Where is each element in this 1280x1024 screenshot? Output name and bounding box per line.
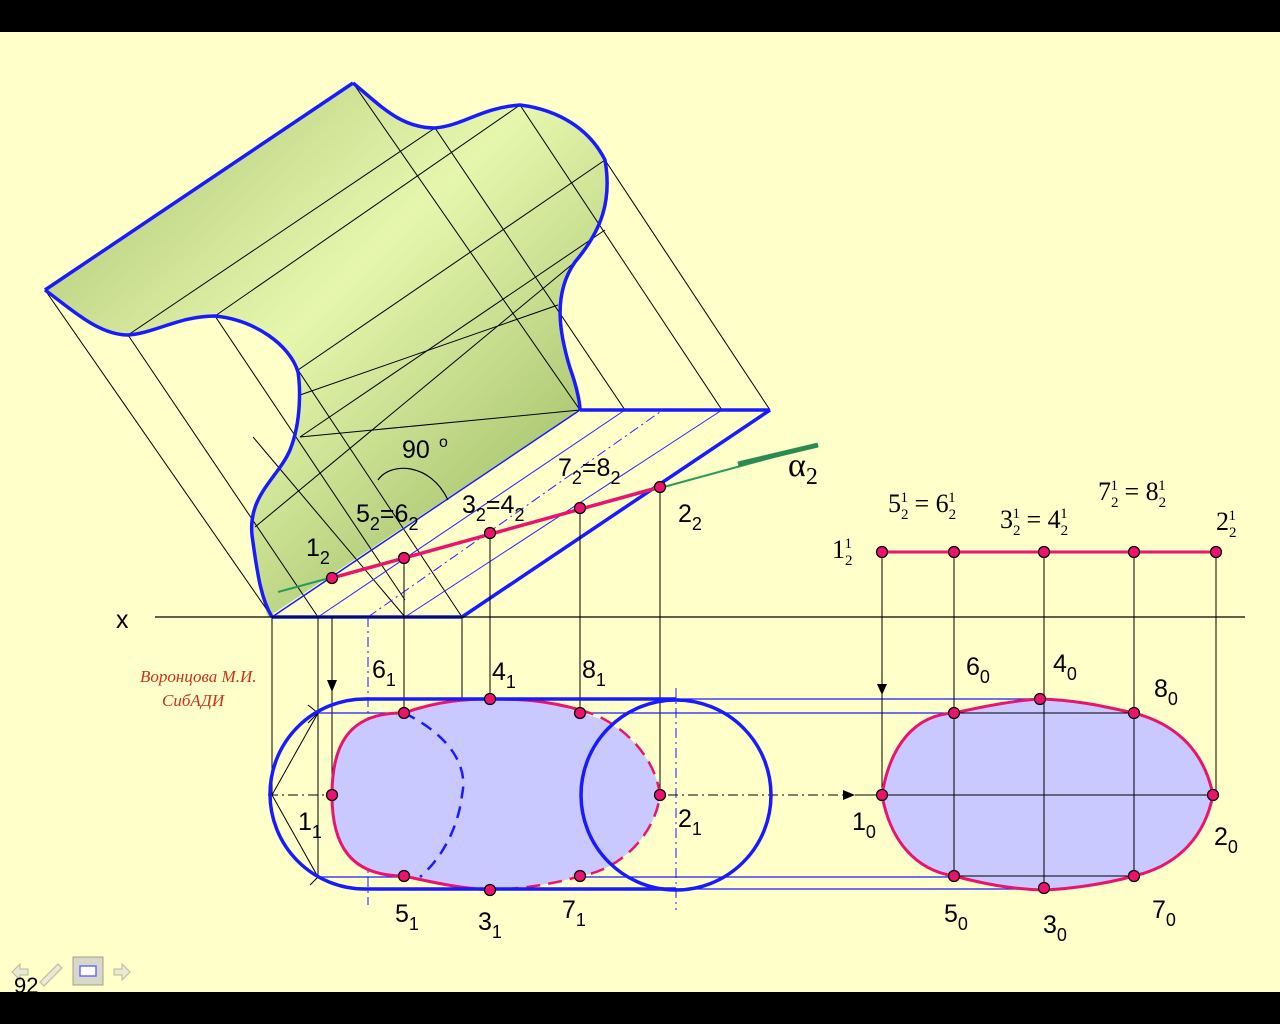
- label-2-1: 21: [678, 805, 702, 839]
- plane-alpha-trace-thick: [737, 442, 819, 467]
- points: [325, 480, 1223, 897]
- point-marker: [947, 545, 961, 559]
- point-marker: [875, 545, 889, 559]
- point-marker: [1127, 869, 1141, 883]
- drawing: 90 o x: [11, 81, 1245, 987]
- section-top-view: [332, 699, 660, 890]
- next-arrow-icon[interactable]: [113, 962, 131, 982]
- menu-icon[interactable]: [72, 956, 104, 986]
- previous-arrow-icon[interactable]: [11, 962, 29, 982]
- arrowhead-down: [327, 680, 337, 692]
- aux-arrowhead: [877, 684, 887, 695]
- label-1-0: 10: [852, 808, 876, 842]
- cylinder-generators: [127, 104, 606, 528]
- label-1-2: 12: [306, 534, 330, 568]
- hidden-circle: [403, 711, 465, 878]
- true-labels: 10 20 30 40 50 60 70 80: [852, 650, 1238, 945]
- label-2-2: 22: [678, 500, 702, 534]
- label-8-1: 81: [582, 656, 606, 690]
- point-marker: [483, 526, 497, 540]
- true-size-grid: [882, 699, 1213, 890]
- aux-labels: 121 521 = 621 321 = 421 721 = 821 221: [832, 477, 1237, 569]
- arrowhead-right: [843, 790, 855, 800]
- point-marker: [397, 706, 411, 720]
- right-angle-arc: [377, 467, 449, 501]
- point-marker: [397, 869, 411, 883]
- front-labels: 12 52=62 32=42 72=82 22: [306, 454, 702, 568]
- label-1-1: 11: [298, 808, 322, 842]
- top-view-outline: [268, 697, 773, 892]
- label-3-0: 30: [1043, 911, 1067, 945]
- alpha-label: α2: [788, 447, 818, 490]
- point-marker: [1127, 545, 1141, 559]
- label-4-0: 40: [1053, 650, 1077, 684]
- label-3-2: 32=42: [462, 491, 524, 525]
- point-marker: [325, 788, 339, 802]
- label-5-1: 51: [395, 900, 419, 934]
- top-labels: 11 21 31 41 51 61 71 81: [298, 656, 702, 942]
- point-marker: [653, 480, 667, 494]
- point-marker: [1033, 692, 1047, 706]
- front-projection-lines: [44, 82, 771, 618]
- label-6-1: 61: [372, 656, 396, 690]
- point-marker: [1206, 788, 1220, 802]
- label-5-2: 52=62: [356, 500, 418, 534]
- label-8-0: 80: [1154, 675, 1178, 709]
- label-7-0: 70: [1152, 896, 1176, 930]
- point-marker: [1037, 545, 1051, 559]
- aux-label-34: 321 = 421: [1000, 505, 1068, 539]
- angle-degree: o: [439, 434, 448, 451]
- aux-label-1: 121: [832, 535, 853, 569]
- label-7-2: 72=82: [558, 454, 620, 488]
- angle-label: 90: [402, 436, 430, 464]
- cylinder-body: [45, 83, 608, 617]
- point-marker: [483, 883, 497, 897]
- point-marker: [483, 692, 497, 706]
- point-marker: [1127, 706, 1141, 720]
- point-marker: [573, 501, 587, 515]
- point-marker: [947, 706, 961, 720]
- aux-label-78: 721 = 821: [1098, 477, 1166, 511]
- point-marker: [573, 869, 587, 883]
- aux-label-2: 221: [1216, 507, 1237, 541]
- label-3-1: 31: [478, 908, 502, 942]
- point-marker: [1209, 545, 1223, 559]
- point-marker: [653, 788, 667, 802]
- page-number: 92: [14, 975, 39, 992]
- point-marker: [397, 551, 411, 565]
- point-marker: [947, 869, 961, 883]
- slide: 90 o x: [0, 32, 1280, 992]
- pen-icon[interactable]: [39, 963, 63, 987]
- aux-label-56: 521 = 621: [888, 489, 956, 523]
- axis-label: x: [116, 606, 129, 634]
- label-2-0: 20: [1214, 823, 1238, 857]
- author-name: Воронцова М.И.: [140, 667, 256, 686]
- label-6-0: 60: [966, 653, 990, 687]
- author-org: СибАДИ: [162, 691, 226, 710]
- nav-controls: [11, 956, 131, 987]
- point-marker: [325, 571, 339, 585]
- label-4-1: 41: [492, 658, 516, 692]
- point-marker: [1037, 881, 1051, 895]
- point-marker: [875, 788, 889, 802]
- label-5-0: 50: [944, 900, 968, 934]
- point-marker: [573, 706, 587, 720]
- label-7-1: 71: [562, 896, 586, 930]
